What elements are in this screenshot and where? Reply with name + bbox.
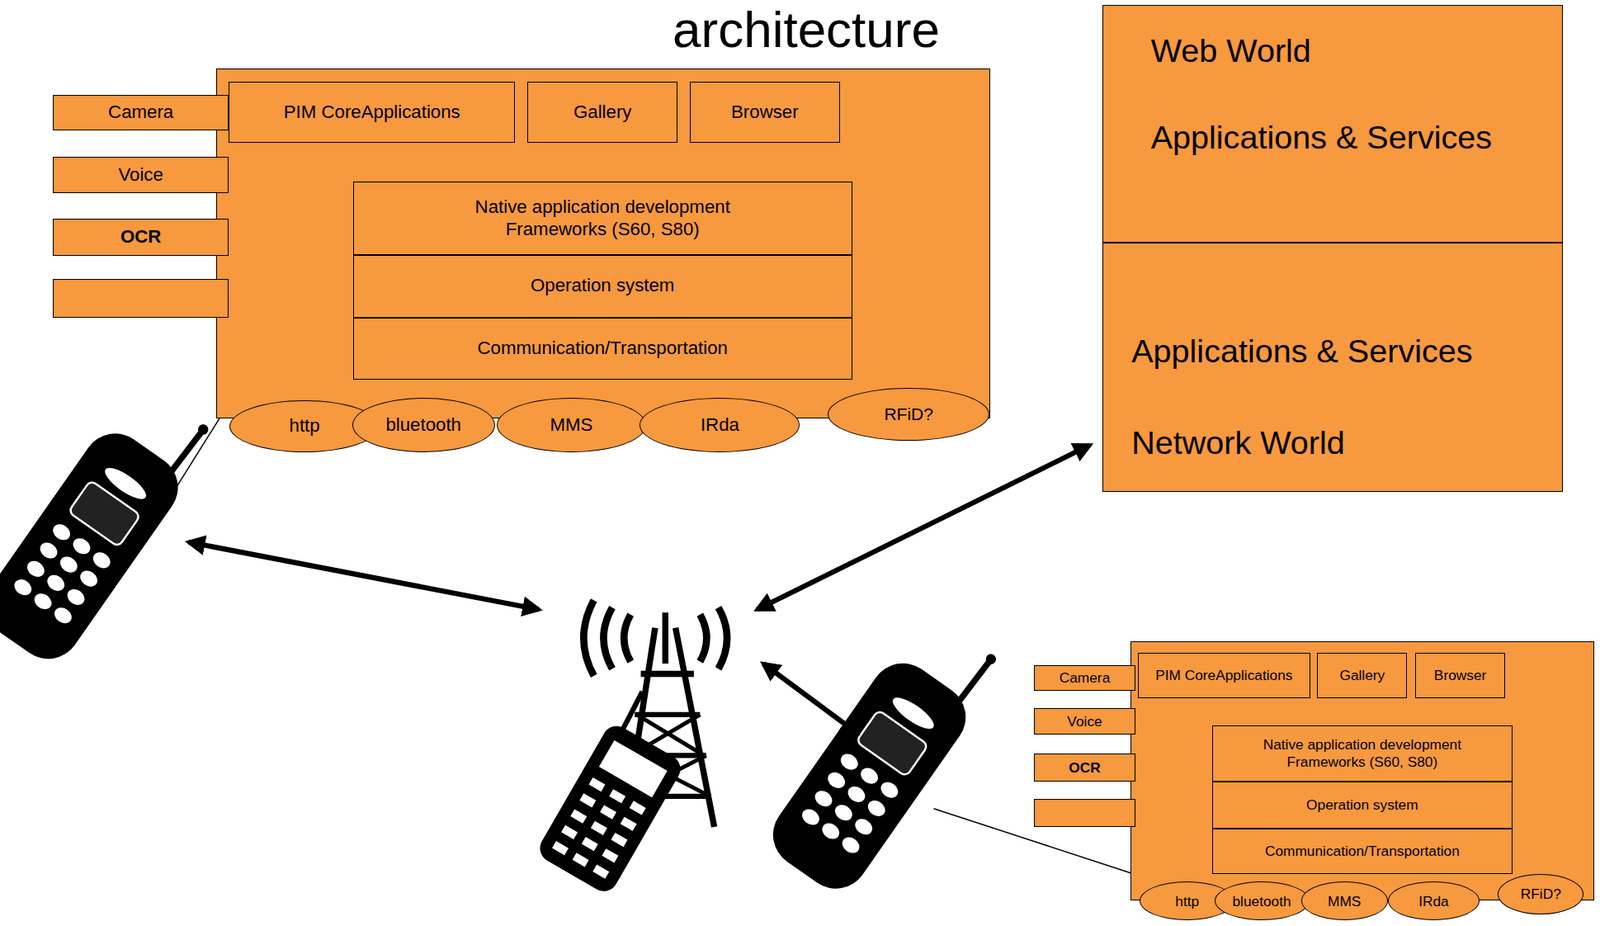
input-module: OCR (1033, 753, 1137, 783)
protocol-oval: RFiD? (827, 387, 991, 441)
layer-box: Operation system (353, 254, 853, 317)
handset (534, 685, 706, 897)
node-label: Voice (117, 164, 163, 187)
input-module: Voice (1033, 707, 1137, 735)
node-label: MMS (1327, 892, 1361, 911)
node-label: PIM CoreApplications (283, 101, 461, 124)
node-label: PIM CoreApplications (1155, 666, 1293, 685)
leader-line (171, 418, 220, 496)
node-label: Applications & Services (1151, 117, 1492, 157)
node-label: RFiD? (1520, 885, 1562, 903)
node-label: Browser (731, 101, 799, 124)
layer-box: Native application development Framework… (353, 181, 853, 255)
layer-box: Communication/Transportation (1212, 828, 1513, 874)
node-label: Communication/Transportation (477, 337, 728, 360)
layer-box: Operation system (1212, 781, 1513, 829)
protocol-oval: IRda (1387, 881, 1480, 921)
node-label: Browser (1434, 666, 1487, 685)
node-label: OCR (120, 226, 161, 249)
diagram-title: architecture (672, 0, 940, 59)
node-label: OCR (1068, 759, 1100, 777)
input-module: Camera (1033, 665, 1137, 691)
protocol-oval: bluetooth (352, 397, 496, 453)
node-label: Voice (1066, 712, 1102, 731)
node-label: Native application development Framework… (449, 196, 756, 241)
input-module: Voice (52, 156, 229, 193)
node-label: IRda (700, 414, 740, 437)
protocol-oval: bluetooth (1214, 881, 1310, 921)
app-box: Gallery (527, 81, 678, 143)
app-box: PIM CoreApplications (1137, 652, 1311, 698)
node-label: bluetooth (385, 414, 462, 437)
node-label: http (289, 415, 321, 438)
node-label: MMS (550, 414, 594, 437)
protocol-oval: MMS (496, 397, 647, 453)
mobile-phone (0, 377, 222, 672)
app-box: PIM CoreApplications (228, 81, 515, 143)
node-label: Operation system (530, 274, 675, 298)
node-label: IRda (1418, 892, 1449, 911)
node-label: Camera (108, 101, 174, 124)
protocol-oval: RFiD? (1497, 873, 1584, 915)
input-module: Camera (52, 94, 229, 131)
service-panel: Applications & ServicesNetwork World (1102, 242, 1564, 492)
node-label: Operation system (1306, 796, 1419, 814)
node-label: Web World (1151, 31, 1312, 71)
node-label: Gallery (573, 101, 632, 124)
mobile-phone (759, 606, 1009, 902)
node-label: RFiD? (883, 403, 934, 425)
app-box: Browser (1415, 652, 1506, 698)
link-arrow (757, 444, 1091, 609)
app-box: Gallery (1316, 652, 1407, 698)
blank-slot (52, 278, 229, 318)
node-label: Network World (1131, 423, 1346, 463)
layer-box: Native application development Framework… (1212, 725, 1513, 782)
node-label: http (1175, 892, 1199, 911)
service-panel: Web WorldApplications & Services (1102, 4, 1564, 243)
input-module: OCR (52, 218, 229, 257)
link-arrow (188, 542, 539, 610)
protocol-oval: MMS (1301, 881, 1388, 921)
app-box: Browser (689, 81, 841, 143)
node-label: Gallery (1339, 666, 1385, 685)
protocol-oval: IRda (639, 397, 800, 453)
link-arrow (763, 663, 858, 733)
layer-box: Communication/Transportation (353, 317, 853, 380)
node-label: Camera (1059, 669, 1111, 687)
node-label: Applications & Services (1131, 331, 1473, 371)
blank-slot (1033, 798, 1137, 826)
node-label: Native application development Framework… (1239, 736, 1485, 771)
node-label: bluetooth (1231, 892, 1291, 911)
node-label: Communication/Transportation (1264, 842, 1460, 860)
